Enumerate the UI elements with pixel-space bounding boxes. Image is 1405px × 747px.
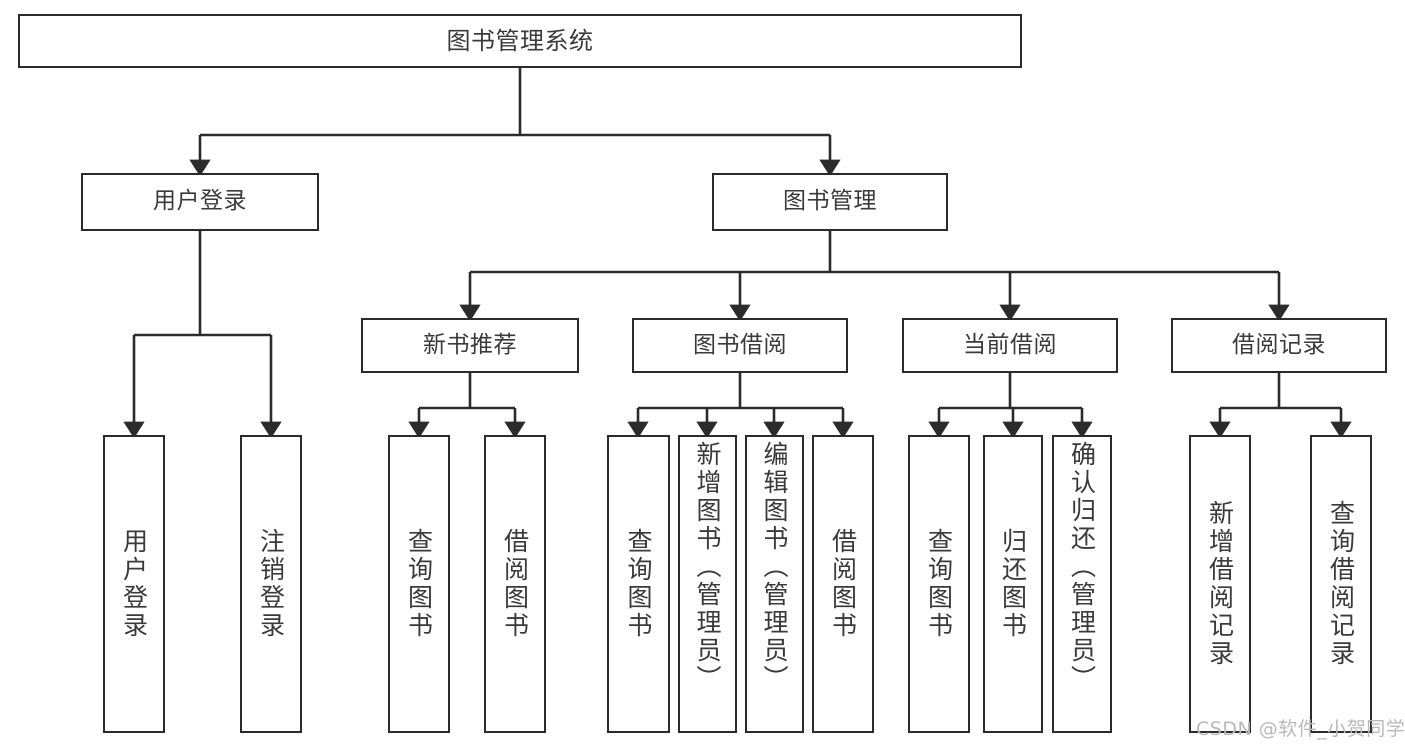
node-label: 新增借阅记录 <box>1205 500 1235 668</box>
node-label: 借阅记录 <box>1232 331 1326 358</box>
node-l7[interactable]: 编辑图书（管理员） <box>745 435 804 733</box>
node-label: 新书推荐 <box>423 331 517 358</box>
node-label: 用户登录 <box>153 188 247 215</box>
node-label: 查询图书 <box>404 528 434 640</box>
node-label: 图书管理 <box>783 188 877 215</box>
node-label: 查询借阅记录 <box>1326 500 1356 668</box>
node-label: 借阅图书 <box>828 528 858 640</box>
node-l11[interactable]: 确认归还（管理员） <box>1052 435 1112 733</box>
node-n_history[interactable]: 借阅记录 <box>1171 318 1387 373</box>
node-n_borrow[interactable]: 图书借阅 <box>632 318 848 373</box>
node-l5[interactable]: 查询图书 <box>607 435 670 733</box>
node-label: 查询图书 <box>924 528 954 640</box>
node-l9[interactable]: 查询图书 <box>908 435 970 733</box>
node-label: 编辑图书（管理员） <box>760 441 789 693</box>
node-l12[interactable]: 新增借阅记录 <box>1189 435 1251 733</box>
csdn-watermark: CSDN @软件_小贺同学 <box>1196 718 1405 740</box>
node-n_newrec[interactable]: 新书推荐 <box>361 318 579 373</box>
node-l8[interactable]: 借阅图书 <box>812 435 874 733</box>
node-label: 图书管理系统 <box>446 26 594 55</box>
node-l2[interactable]: 注销登录 <box>240 435 302 733</box>
node-l13[interactable]: 查询借阅记录 <box>1310 435 1372 733</box>
node-l6[interactable]: 新增图书（管理员） <box>678 435 737 733</box>
node-label: 确认归还（管理员） <box>1067 441 1097 693</box>
node-label: 借阅图书 <box>500 528 530 640</box>
node-label: 用户登录 <box>119 528 149 640</box>
node-label: 当前借阅 <box>963 331 1057 358</box>
node-n_bookmgr[interactable]: 图书管理 <box>712 173 948 231</box>
node-label: 图书借阅 <box>693 331 787 358</box>
node-n_current[interactable]: 当前借阅 <box>902 318 1118 373</box>
node-l4[interactable]: 借阅图书 <box>484 435 546 733</box>
node-root[interactable]: 图书管理系统 <box>18 14 1022 68</box>
node-label: 新增图书（管理员） <box>693 441 722 693</box>
node-l10[interactable]: 归还图书 <box>983 435 1043 733</box>
node-label: 注销登录 <box>256 528 286 640</box>
node-n_login[interactable]: 用户登录 <box>81 173 319 231</box>
node-label: 查询图书 <box>624 528 653 640</box>
node-label: 归还图书 <box>998 528 1028 640</box>
node-l1[interactable]: 用户登录 <box>103 435 165 733</box>
node-l3[interactable]: 查询图书 <box>388 435 450 733</box>
